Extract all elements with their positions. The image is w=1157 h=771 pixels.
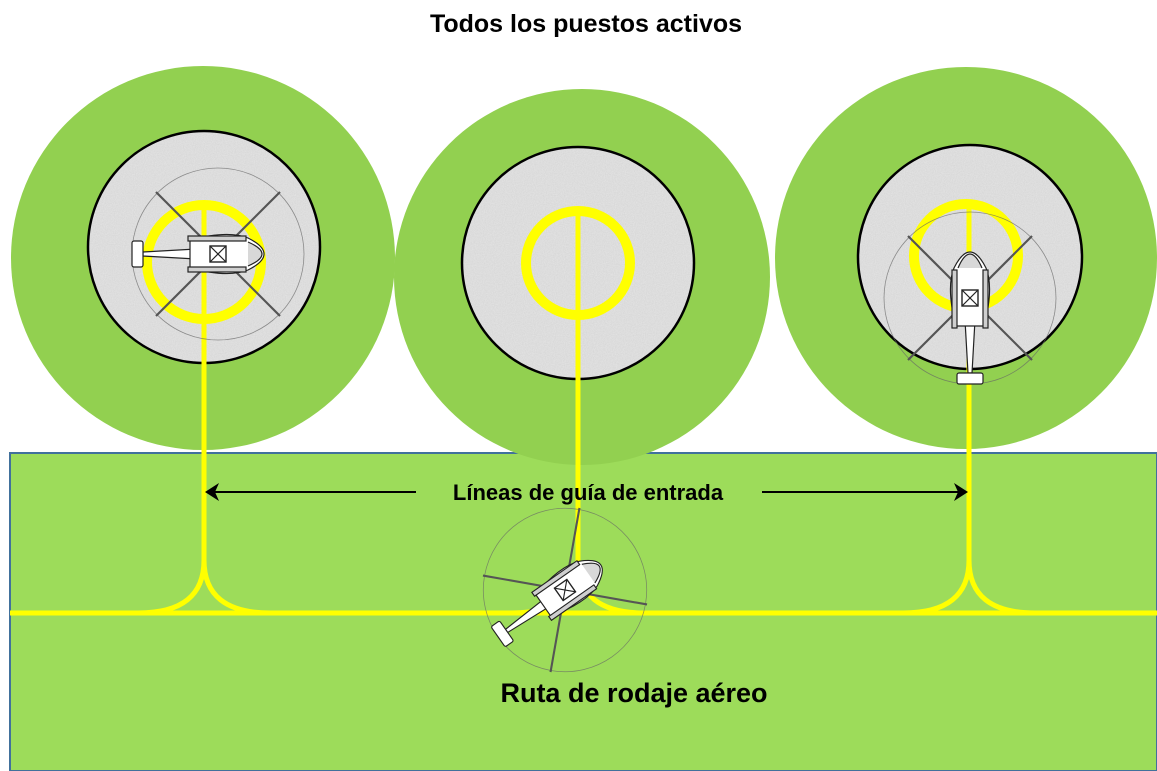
diagram-title: Todos los puestos activos xyxy=(430,10,742,38)
taxi-route-label: Ruta de rodaje aéreo xyxy=(500,678,767,708)
guide-lines-label: Líneas de guía de entrada xyxy=(453,480,724,505)
guide-lines-annotation: Líneas de guía de entrada xyxy=(205,480,968,505)
